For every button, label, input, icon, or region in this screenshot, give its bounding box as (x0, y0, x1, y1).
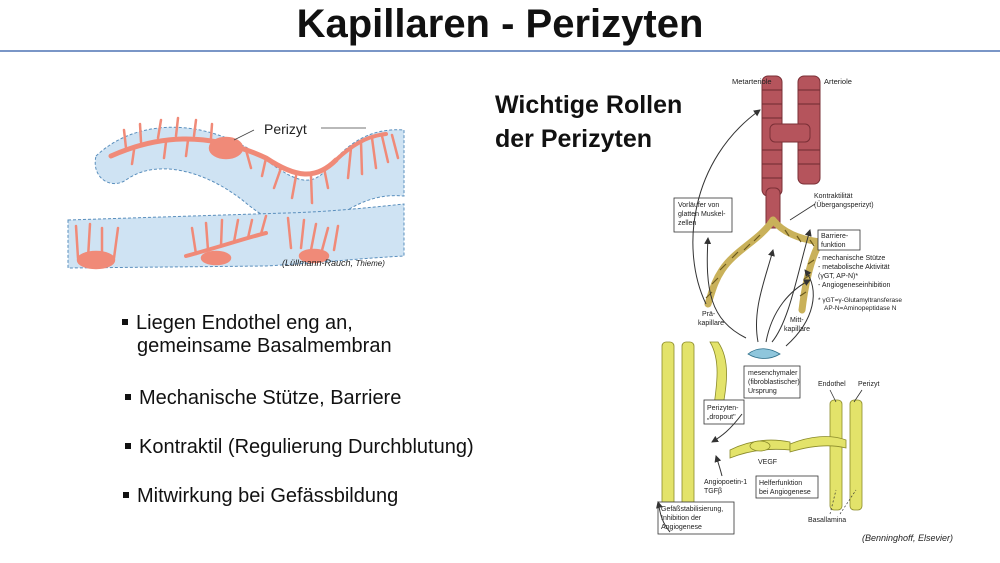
capillary-pericyte-coils (705, 229, 815, 299)
slide-title: Kapillaren - Perizyten (296, 2, 704, 46)
vorlaeufer-line: zellen (678, 220, 696, 227)
roles-heading-line2: der Perizyten (495, 125, 653, 153)
vegf-label: VEGF (758, 459, 777, 466)
bullet-text: Mitwirkung bei Gefässbildung (137, 485, 399, 507)
endothel-pointer (829, 389, 837, 403)
arteriole-label: Arteriole (824, 77, 852, 86)
svg-text:Perizyten-„dropout": Perizyten-„dropout" (707, 405, 739, 421)
arteriole-striations (762, 89, 820, 179)
title-divider (0, 50, 1000, 52)
bullet-text-continued: gemeinsame Basalmembran (137, 335, 392, 357)
role-arrows-upper (692, 109, 814, 347)
left-figure-credit: (Lüllmann-Rauch, Thieme) (282, 258, 385, 268)
metarteriole-label: Metarteriole (732, 77, 772, 86)
bullet-marker (122, 319, 128, 325)
bullet-item: Mitwirkung bei Gefässbildung (123, 485, 398, 508)
dropout-box: Perizyten-„dropout" (703, 399, 745, 425)
pericyte-processes-lower (74, 214, 340, 270)
pericyte-processes-upper (108, 116, 400, 205)
basallamina-leaders (829, 489, 857, 515)
bullet-item: Kontraktil (Regulierung Durchblutung) (125, 436, 474, 459)
footnote: * γGT=γ-Glutamyltransferase AP-N=Aminope… (818, 297, 904, 312)
arteriole-vessels (761, 75, 821, 229)
barriere-box: Barriere-funktion (817, 229, 861, 251)
bullet-marker (123, 492, 129, 498)
vorlaeufer-line: Vorläufer von (678, 202, 719, 209)
left-credit-publisher: Thieme) (355, 259, 385, 268)
vorlaeufer-line: glatten Muskel- (678, 211, 726, 218)
roles-heading-line1: Wichtige Rollen (495, 91, 683, 119)
pericyte-roles-diagram: Metarteriole Arteriole Vorläufer von glat… (656, 75, 904, 535)
kontraktilitaet-label: Kontraktilität(Übergangsperizyt) (814, 193, 874, 209)
bullet-text: Liegen Endothel eng an, (136, 312, 353, 334)
svg-text:mesenchymaler(fibroblastischer: mesenchymaler(fibroblastischer)Ursprung (748, 370, 800, 395)
bullet-item: Liegen Endothel eng an, gemeinsame Basal… (122, 312, 392, 358)
role-arrows-lower (656, 413, 743, 533)
praekapillare-label: Prä-kapillare (698, 311, 724, 327)
bullet-text: Kontraktil (Regulierung Durchblutung) (139, 436, 474, 458)
stuetze-list: - mechanische Stütze - metabolische Akti… (818, 255, 892, 289)
perizyt-leader-left (233, 129, 255, 141)
basallamina-label: Basallamina (808, 517, 846, 524)
roles-heading: Wichtige Rollen der Perizyten (495, 88, 682, 156)
perizyt-diagram-label: Perizyt (858, 381, 879, 388)
svg-text:Gefäßstabilisierung,Inhibition: Gefäßstabilisierung,Inhibition derAngiog… (661, 506, 723, 531)
mesenchymal-box: mesenchymaler(fibroblastischer)Ursprung (743, 365, 801, 399)
vorlaeufer-box: Vorläufer von glatten Muskel-zellen (673, 197, 733, 233)
bullet-marker (125, 394, 131, 400)
bullet-item: Mechanische Stütze, Barriere (125, 387, 401, 410)
bullet-text: Mechanische Stütze, Barriere (139, 387, 402, 409)
perizyt-label: Perizyt (264, 121, 307, 137)
right-figure-credit: (Benninghoff, Elsevier) (862, 533, 954, 543)
svg-text:Barriere-funktion: Barriere-funktion (821, 233, 849, 249)
mittkapillare-label: Mitt-kapillare (784, 317, 810, 333)
left-credit-author: (Lüllmann-Rauch, (282, 258, 356, 268)
kontraktil-leader (789, 203, 816, 221)
endothel-label: Endothel (818, 381, 846, 388)
perizyt-pointer (853, 389, 863, 403)
mesenchymal-cell (747, 348, 781, 359)
bullet-marker (125, 443, 131, 449)
pericyte-capillary-illustration: Perizyt (67, 116, 405, 270)
